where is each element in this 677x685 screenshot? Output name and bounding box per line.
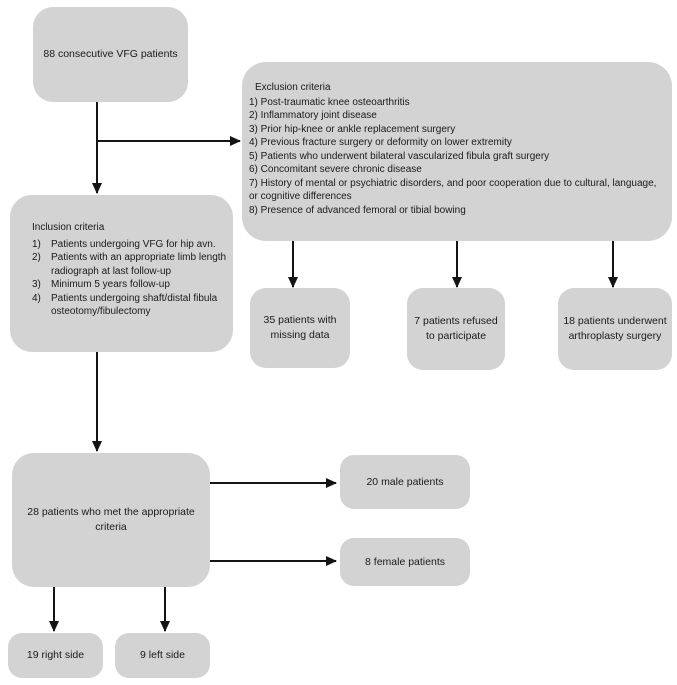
inclusion-item-1-number: 1) (32, 238, 41, 250)
node-arthroplasty-surgery: 18 patients underwent arthroplasty surge… (558, 288, 672, 370)
inclusion-item-4: 4) Patients undergoing shaft/distal fibu… (32, 292, 231, 319)
node-arthroplasty-label: 18 patients underwent arthroplasty surge… (563, 315, 667, 342)
node-male-patients: 20 male patients (340, 455, 470, 509)
inclusion-criteria-title: Inclusion criteria (32, 222, 105, 233)
inclusion-item-2-text: Patients with an appropriate limb length… (51, 252, 227, 277)
inclusion-item-4-number: 4) (32, 292, 41, 304)
node-met-criteria-label: 28 patients who met the appropriate crit… (27, 506, 195, 533)
inclusion-item-1: 1) Patients undergoing VFG for hip avn. (32, 238, 231, 252)
node-missing-data-label: 35 patients with missing data (263, 314, 337, 341)
exclusion-item-1: 1) Post-traumatic knee osteoarthritis (249, 96, 410, 108)
node-male-label: 20 male patients (366, 475, 444, 488)
exclusion-item-4: 4) Previous fracture surgery or deformit… (249, 137, 512, 148)
node-refused-to-participate: 7 patients refused to participate (407, 288, 505, 370)
inclusion-item-3: 3) Minimum 5 years follow-up (32, 278, 231, 292)
node-exclusion-criteria: Exclusion criteria 1) Post-traumatic kne… (242, 62, 672, 241)
node-right-side-label: 19 right side (26, 649, 85, 661)
node-right-side: 19 right side (8, 633, 103, 678)
inclusion-item-2-number: 2) (32, 252, 41, 263)
exclusion-item-5: 5) Patients who underwent bilateral vasc… (249, 150, 550, 162)
exclusion-item-3: 3) Prior hip-knee or ankle replacement s… (249, 123, 456, 135)
node-missing-data: 35 patients with missing data (250, 288, 350, 368)
node-female-patients: 8 female patients (340, 538, 470, 586)
node-female-label: 8 female patients (365, 555, 445, 568)
exclusion-item-8: 8) Presence of advanced femoral or tibia… (249, 204, 466, 216)
node-inclusion-criteria: Inclusion criteria 1) Patients undergoin… (10, 195, 233, 352)
node-refused-label: 7 patients refused to participate (414, 315, 498, 342)
inclusion-item-3-number: 3) (32, 279, 41, 290)
inclusion-item-1-text: Patients undergoing VFG for hip avn. (51, 238, 216, 250)
node-met-criteria: 28 patients who met the appropriate crit… (12, 453, 210, 587)
node-left-side-label: 9 left side (140, 649, 185, 661)
node-consecutive-label: 88 consecutive VFG patients (43, 48, 178, 60)
node-left-side: 9 left side (115, 633, 210, 678)
inclusion-item-4-text: Patients undergoing shaft/distal fibula … (51, 292, 218, 318)
inclusion-item-2: 2) Patients with an appropriate limb len… (32, 251, 231, 278)
exclusion-item-7: 7) History of mental or psychiatric diso… (249, 177, 657, 203)
node-consecutive-vfg-patients: 88 consecutive VFG patients (33, 7, 188, 102)
exclusion-item-6: 6) Concomitant severe chronic disease (249, 164, 422, 175)
exclusion-criteria-title: Exclusion criteria (255, 82, 331, 93)
inclusion-item-3-text: Minimum 5 years follow-up (51, 279, 170, 290)
exclusion-item-2: 2) Inflammatory joint disease (249, 110, 377, 121)
